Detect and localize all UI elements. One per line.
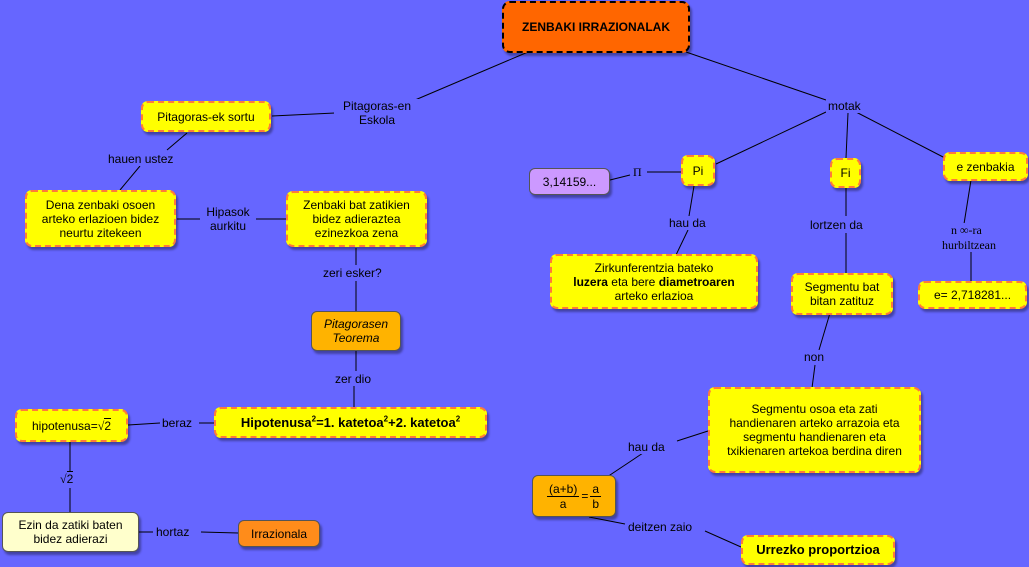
formula-hipotenusa: Hipotenusa2=1. katetoa2+2. katetoa2 (240, 414, 461, 430)
node-zenbaki-zatikien[interactable]: Zenbaki bat zatikien bidez adieraztea ez… (286, 191, 427, 247)
node-segmentu-bat[interactable]: Segmentu bat bitan zatituz (791, 273, 893, 315)
node-hipotenusa-sqrt[interactable]: hipotenusa=√2 (15, 409, 128, 442)
label-non: non (802, 350, 827, 364)
node-segmentu-osoa[interactable]: Segmentu osoa eta zati handienaren artek… (708, 387, 921, 473)
node-ezin-da[interactable]: Ezin da zatiki baten bidez adierazi (2, 512, 139, 552)
node-urrezko[interactable]: Urrezko proportzioa (741, 535, 895, 565)
node-dena-zenbaki[interactable]: Dena zenbaki osoen arteko erlazioen bide… (25, 190, 176, 247)
label-hortaz: hortaz (154, 525, 192, 539)
label-lortzen-da: lortzen da (808, 218, 865, 232)
label-hau-da-2: hau da (626, 440, 667, 454)
node-e-zenbakia[interactable]: e zenbakia (943, 152, 1028, 181)
node-e-value[interactable]: e= 2,718281... (918, 281, 1027, 309)
node-zirkunferentzia[interactable]: Zirkunferentzia bateko luzera eta bere d… (550, 254, 758, 309)
label-hau-da-1: hau da (667, 216, 708, 230)
node-pitagorasen-teorema[interactable]: Pitagorasen Teorema (311, 311, 401, 351)
label-hauen-ustez: hauen ustez (106, 152, 176, 166)
label-zeri-esker: zeri esker? (321, 266, 384, 280)
label-deitzen-zaio: deitzen zaio (626, 520, 695, 534)
formula-hipotenusa-sqrt: hipotenusa=√2 (31, 417, 111, 433)
label-sqrt2: √2 (58, 471, 76, 486)
node-irrazionala[interactable]: Irrazionala (238, 520, 320, 547)
label-zer-dio: zer dio (333, 372, 374, 386)
title-node[interactable]: ZENBAKI IRRAZIONALAK (502, 1, 690, 53)
zirkunferentzia-text: Zirkunferentzia bateko luzera eta bere d… (573, 260, 735, 303)
node-fi[interactable]: Fi (830, 158, 861, 188)
label-beraz: beraz (160, 416, 195, 430)
label-pi-symbol: Π (631, 165, 644, 179)
label-hipasok-aurkitu: Hipasok aurkitu (200, 205, 256, 233)
node-hipotenusa-formula[interactable]: Hipotenusa2=1. katetoa2+2. katetoa2 (214, 407, 487, 438)
node-pi-value[interactable]: 3,14159... (529, 168, 610, 195)
label-pitagoras-eskola: Pitagoras-en Eskola (334, 99, 420, 127)
label-motak: motak (826, 99, 863, 113)
node-pitagoras-sortu[interactable]: Pitagoras-ek sortu (141, 101, 271, 132)
label-hurbiltzean: hurbiltzean (940, 238, 998, 252)
label-n-ra: n ∞-ra (949, 223, 984, 237)
node-pi[interactable]: Pi (681, 155, 715, 186)
